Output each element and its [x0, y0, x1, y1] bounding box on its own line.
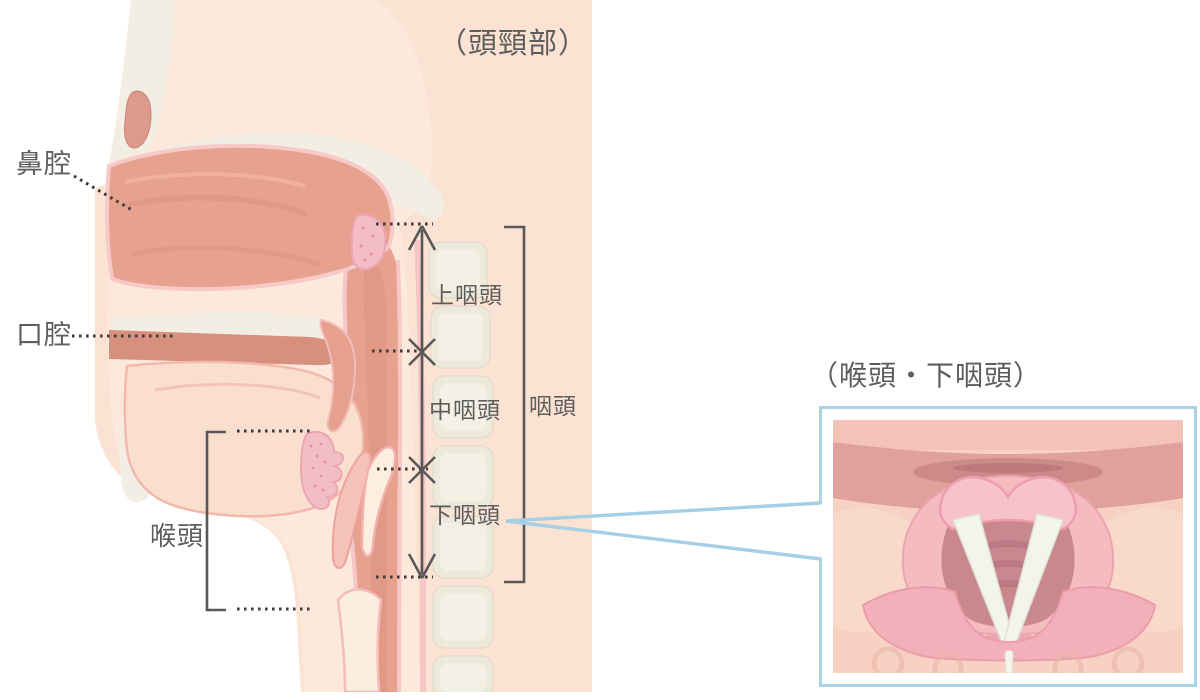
white-stem — [1004, 650, 1014, 673]
vocal-cords — [952, 513, 1064, 649]
inset-panel — [819, 406, 1197, 687]
label-nasal-cavity: 鼻腔 — [16, 149, 72, 179]
adenoid-tissue — [350, 214, 387, 271]
trachea — [336, 588, 383, 692]
inset-title: （喉頭・下咽頭） — [810, 360, 1043, 391]
cartilage-texture — [871, 646, 1145, 673]
page-white-bottomleft — [95, 422, 301, 692]
frontal-sinus — [124, 90, 152, 149]
label-larynx: 喉頭 — [150, 521, 205, 551]
lingual-tonsil — [299, 431, 345, 510]
label-nasopharynx: 上咽頭 — [431, 282, 503, 308]
oral-cavity-slit — [109, 330, 342, 366]
head-neck-sagittal-illustration — [95, 0, 592, 692]
soft-palate-uvula — [319, 318, 357, 433]
aryepiglottic-fold — [360, 445, 397, 558]
laryngoscopy-illustration — [833, 420, 1183, 673]
label-oral-cavity: 口腔 — [16, 320, 72, 350]
posterior-wall-slit — [953, 463, 1063, 473]
label-hypopharynx: 下咽頭 — [429, 502, 501, 528]
page-white-topleft — [95, 0, 131, 188]
label-oropharynx: 中咽頭 — [429, 397, 501, 423]
main-title: （頭頸部） — [438, 28, 589, 60]
inset-top-band — [833, 420, 1183, 450]
cervical-spine — [428, 241, 494, 692]
label-pharynx: 咽頭 — [529, 393, 577, 419]
nasal-cavity-region — [105, 143, 395, 292]
